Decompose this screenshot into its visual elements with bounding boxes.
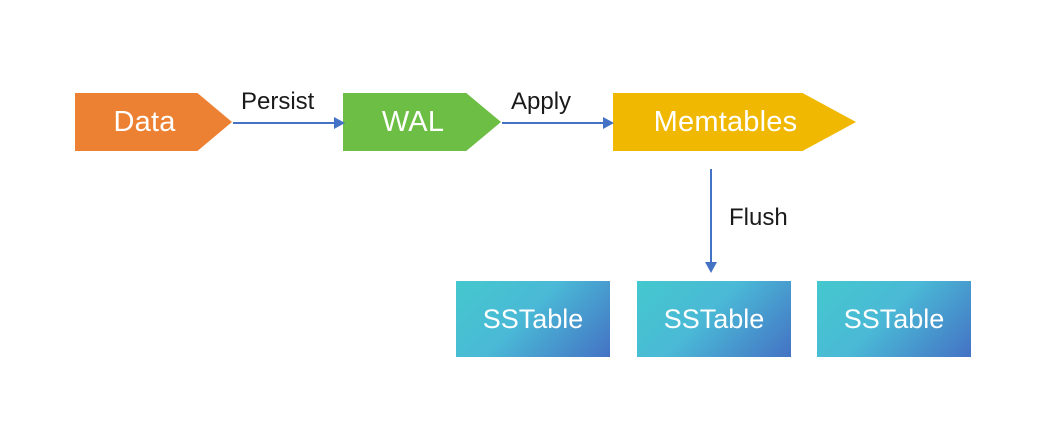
node-sstable-1[interactable]: SSTable — [456, 281, 610, 357]
node-sstable-3-label: SSTable — [843, 303, 945, 334]
node-memtables-label: Memtables — [653, 105, 798, 138]
node-data-label: Data — [113, 105, 176, 138]
node-data[interactable]: Data — [75, 93, 232, 151]
node-sstable-2-label: SSTable — [663, 303, 765, 334]
arrow-persist-head-icon — [334, 117, 345, 129]
node-sstable-1-label: SSTable — [482, 303, 584, 334]
arrow-persist — [233, 116, 345, 130]
edge-label-apply: Apply — [511, 88, 572, 115]
node-sstable-3[interactable]: SSTable — [817, 281, 971, 357]
node-sstable-2[interactable]: SSTable — [637, 281, 791, 357]
edge-label-flush: Flush — [729, 204, 788, 231]
node-wal[interactable]: WAL — [343, 93, 501, 151]
arrow-apply-shaft — [502, 122, 605, 124]
edge-label-persist: Persist — [241, 88, 315, 115]
arrow-flush-head-icon — [705, 262, 717, 273]
arrow-flush — [704, 169, 718, 273]
arrow-flush-shaft — [710, 169, 712, 264]
node-memtables[interactable]: Memtables — [613, 93, 856, 151]
node-wal-label: WAL — [381, 105, 445, 138]
arrow-apply-head-icon — [603, 117, 614, 129]
arrow-apply — [502, 116, 614, 130]
arrow-persist-shaft — [233, 122, 336, 124]
